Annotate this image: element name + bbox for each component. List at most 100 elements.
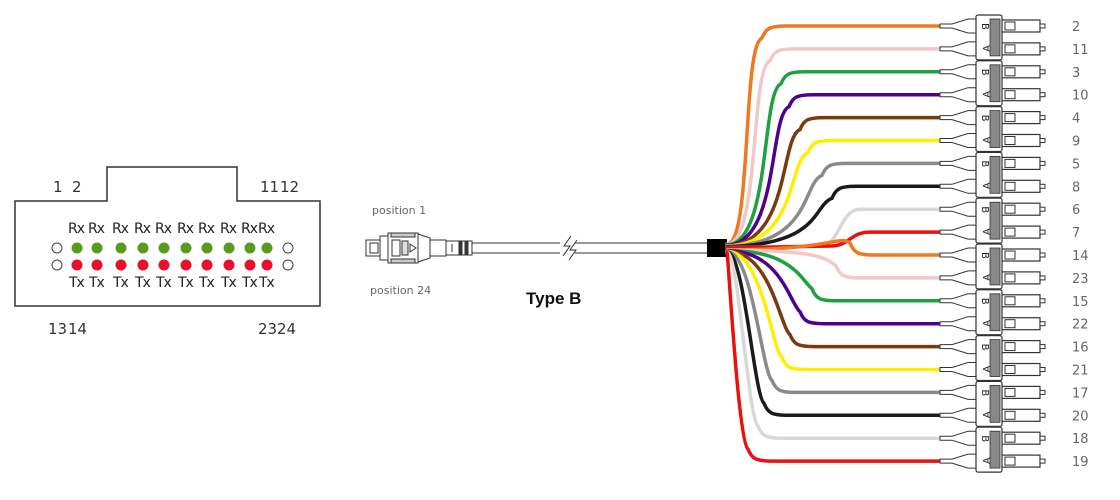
fiber-number-15: 15: [1072, 295, 1089, 310]
lc-latch: [1004, 21, 1016, 31]
lc-latch: [1004, 387, 1016, 397]
lc-latch: [1004, 410, 1016, 420]
lc-boot: [939, 41, 977, 57]
lc-duplex-clip: BA: [975, 14, 1003, 61]
lc-latch: [1004, 227, 1016, 237]
pin-label-24: 24: [277, 320, 296, 338]
lc-ferrule: [1039, 298, 1046, 304]
fiber-leg-8: [725, 184, 942, 249]
lc-boot: [939, 362, 977, 377]
lc-boot: [939, 64, 977, 80]
lc-ferrule: [1039, 367, 1046, 372]
fiber-leg-22: [725, 249, 942, 326]
tx-label: Tx: [68, 275, 85, 291]
fiber-leg-5: [725, 161, 942, 249]
breakout-fibers: [725, 24, 942, 463]
fiber-number-5: 5: [1072, 157, 1080, 172]
fiber-leg-4: [725, 115, 942, 248]
lc-ferrule: [1039, 321, 1046, 327]
fiber-leg-11: [725, 47, 942, 247]
rx-dot: [137, 242, 149, 254]
lc-duplex-clip: BA: [975, 335, 1003, 382]
rx-dot: [244, 242, 256, 254]
lc-boot: [939, 293, 977, 309]
tx-dot: [261, 259, 273, 271]
lc-ferrule: [1039, 229, 1046, 235]
fiber-leg-21: [725, 249, 942, 372]
unused-position-dot: [51, 259, 63, 271]
lc-boot: [939, 339, 977, 355]
lc-duplex-clip: BA: [975, 243, 1003, 290]
fiber-number-6: 6: [1072, 203, 1080, 218]
fiber-number-3: 3: [1072, 66, 1080, 81]
lc-ferrule: [1039, 46, 1046, 52]
rx-label: Rx: [198, 221, 215, 237]
fiber-number-7: 7: [1072, 226, 1080, 241]
fiber-number-11: 11: [1072, 43, 1089, 58]
lc-latch: [1004, 273, 1016, 283]
lc-boot: [939, 155, 977, 171]
tx-dot: [137, 259, 149, 271]
pin-label-23: 23: [258, 320, 277, 338]
fiber-number-17: 17: [1072, 386, 1089, 401]
fiber-leg-15: [725, 248, 942, 303]
lc-ferrule: [1039, 458, 1046, 464]
trunk-cable: [472, 235, 708, 261]
duplex-letter-a: A: [982, 91, 993, 98]
tx-dot: [223, 259, 235, 271]
rx-dot: [158, 242, 170, 254]
rx-dot: [71, 242, 83, 254]
pin-label-12: 12: [280, 178, 299, 196]
tx-dot: [180, 259, 192, 271]
duplex-letter-b: B: [979, 69, 990, 76]
fiber-number-19: 19: [1072, 455, 1089, 470]
rx-dot: [201, 242, 213, 254]
lc-ferrule: [1039, 138, 1046, 143]
tx-dot: [158, 259, 170, 271]
lc-duplex-clip: BA: [975, 60, 1003, 107]
rx-dot: [91, 242, 103, 254]
cable-break-icon: [562, 235, 572, 257]
lc-latch: [1004, 296, 1016, 306]
lc-boot: [939, 270, 977, 286]
duplex-letter-b: B: [979, 23, 990, 30]
lc-latch: [1004, 113, 1016, 123]
lc-boot: [939, 87, 977, 103]
lc-boot: [939, 316, 977, 332]
duplex-letter-b: B: [979, 206, 990, 213]
lc-ferrule: [1039, 160, 1046, 166]
fiber-number-16: 16: [1072, 341, 1089, 356]
rx-dot: [223, 242, 235, 254]
duplex-letter-a: A: [982, 228, 993, 235]
position-24-label: position 24: [370, 284, 431, 297]
lc-duplex-clip: BA: [975, 289, 1003, 336]
lc-ferrule: [1039, 183, 1046, 189]
mpo-connector: position 1 position 24: [365, 204, 727, 297]
fiber-leg-2: [725, 24, 942, 246]
duplex-letter-b: B: [979, 252, 990, 259]
tx-label: Tx: [177, 275, 194, 291]
tx-label: Tx: [241, 275, 258, 291]
pin-label-14: 14: [68, 320, 87, 338]
duplex-letter-b: B: [979, 115, 990, 122]
lc-boot: [939, 18, 977, 34]
rx-label: Rx: [177, 221, 194, 237]
unused-position-dot: [282, 242, 294, 254]
rx-dot: [261, 242, 273, 254]
fiber-leg-18: [725, 250, 942, 440]
duplex-letter-b: B: [979, 435, 990, 442]
tx-dot: [71, 259, 83, 271]
duplex-letter-a: A: [982, 457, 993, 464]
lc-ferrule: [1039, 435, 1046, 441]
lc-boot: [939, 110, 977, 126]
lc-boot: [939, 384, 977, 400]
lc-ferrule: [1039, 23, 1046, 29]
lc-ferrule: [1039, 252, 1046, 258]
tx-dot: [115, 259, 127, 271]
lc-latch: [1004, 67, 1016, 77]
lc-latch: [1004, 456, 1016, 466]
duplex-letter-b: B: [979, 298, 990, 305]
unused-position-dot: [282, 259, 294, 271]
breakout-furcation: [707, 239, 727, 257]
lc-duplex-clip: BA: [975, 197, 1003, 244]
